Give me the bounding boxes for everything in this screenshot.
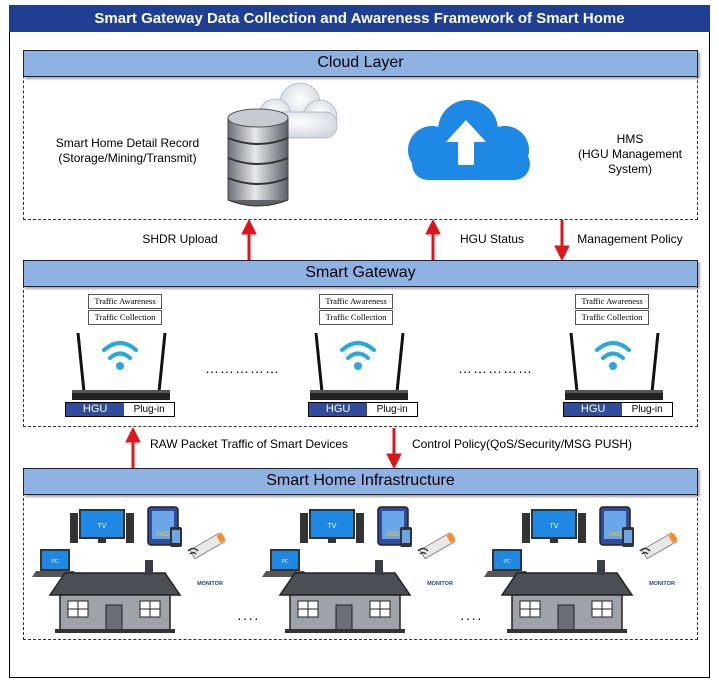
gateway-2-hgu-label: HGU xyxy=(309,403,368,416)
gateway-dots-1: …………… xyxy=(205,360,280,376)
home-scene-2 xyxy=(261,506,458,634)
gateway-1-hgu-label: HGU xyxy=(66,403,125,416)
arrow-hgu-status xyxy=(425,218,441,260)
control-policy-label: Control Policy(QoS/Security/MSG PUSH) xyxy=(412,437,633,451)
gateway-1-hgu-bar: HGU Plug-in xyxy=(65,402,175,417)
gateway-2-hgu-bar: HGU Plug-in xyxy=(308,402,418,417)
gateway-1-traffic-awareness-tag: Traffic Awareness xyxy=(88,294,162,309)
hms-label-line3: System) xyxy=(607,162,652,176)
gateway-1-plugin-label: Plug-in xyxy=(124,403,174,416)
arrow-management-policy xyxy=(554,220,570,262)
gateway-1-traffic-collection-tag: Traffic Collection xyxy=(88,310,162,325)
database-cloud-icon xyxy=(227,82,338,207)
gateway-2-traffic-collection-tag: Traffic Collection xyxy=(319,310,393,325)
gateway-3-traffic-awareness-tag: Traffic Awareness xyxy=(575,294,649,309)
arrow-raw-packet xyxy=(125,426,141,468)
router-icon-1 xyxy=(72,332,170,400)
smart-gateway-header: Smart Gateway xyxy=(23,260,698,287)
gateway-3-traffic-collection-tag: Traffic Collection xyxy=(575,310,649,325)
raw-packet-label: RAW Packet Traffic of Smart Devices xyxy=(150,437,349,451)
shdr-label: Smart Home Detail Record (Storage/Mining… xyxy=(40,136,215,166)
shdr-label-text: Smart Home Detail Record (Storage/Mining… xyxy=(55,136,200,165)
gateway-3-hgu-label: HGU xyxy=(564,403,623,416)
home-scene-1 xyxy=(31,506,228,634)
gateway-2-plugin-label: Plug-in xyxy=(367,403,417,416)
hms-label: HMS (HGU Management System) xyxy=(555,132,705,177)
upload-cloud-icon xyxy=(408,100,530,180)
infrastructure-dots-2: ···· xyxy=(460,610,483,626)
gateway-3-plugin-label: Plug-in xyxy=(622,403,672,416)
gateway-3-hgu-bar: HGU Plug-in xyxy=(563,402,673,417)
home-scene-3 xyxy=(483,506,680,634)
arrow-control-policy xyxy=(386,428,402,470)
arrow-shdr-upload xyxy=(241,218,257,260)
infrastructure-dots-1: ···· xyxy=(237,610,260,626)
management-policy-label: Management Policy xyxy=(577,232,683,246)
database-icon xyxy=(227,108,289,207)
hms-label-line1: HMS xyxy=(616,132,644,146)
shdr-upload-label: SHDR Upload xyxy=(142,232,218,246)
diagram-title: Smart Gateway Data Collection and Awaren… xyxy=(9,5,710,32)
gateway-dots-2: …………… xyxy=(458,360,533,376)
hgu-status-label: HGU Status xyxy=(459,232,525,246)
gateway-2-traffic-awareness-tag: Traffic Awareness xyxy=(319,294,393,309)
router-icon-2 xyxy=(310,332,408,400)
hms-label-line2: (HGU Management xyxy=(577,147,683,161)
router-icon-3 xyxy=(565,332,663,400)
infrastructure-header: Smart Home Infrastructure xyxy=(23,468,698,495)
cloud-layer-header: Cloud Layer xyxy=(23,50,698,77)
